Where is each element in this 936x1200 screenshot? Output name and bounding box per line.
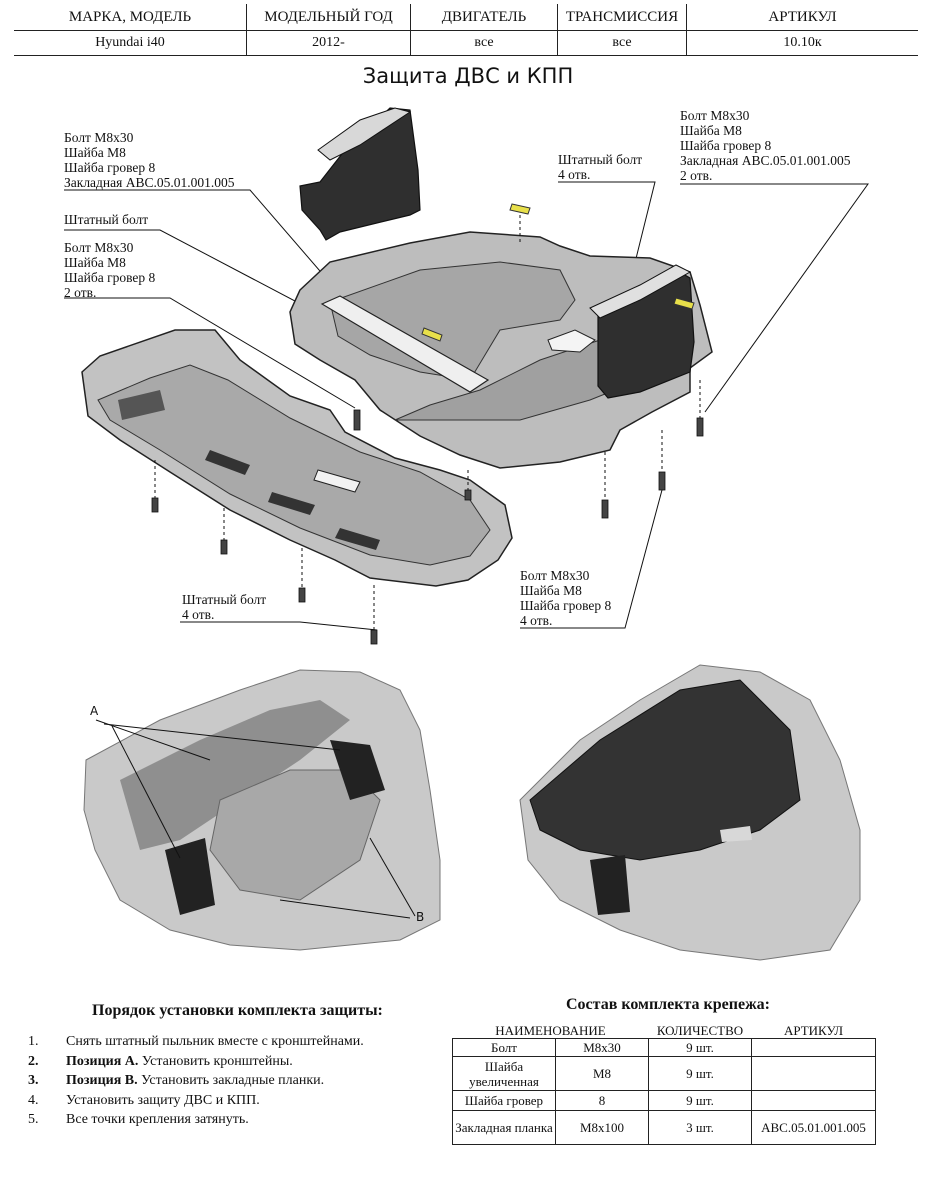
header-col-model: МАРКА, МОДЕЛЬ: [14, 4, 247, 31]
header-val-model: Hyundai i40: [14, 30, 247, 56]
step-text: Установить защиту ДВС и КПП.: [66, 1092, 260, 1108]
callout-line: Болт М8х30: [680, 108, 750, 123]
step-number: 5.: [28, 1112, 39, 1127]
callout-line: Штатный болт: [558, 152, 643, 167]
install-step: 2. Позиция А. Установить кронштейны.: [28, 1052, 364, 1072]
kit-cell: Болт: [452, 1038, 556, 1057]
callout-line: Болт М8х30: [64, 130, 134, 145]
marker-b: B: [416, 910, 425, 924]
callout-line: Закладная АВС.05.01.001.005: [680, 153, 851, 168]
kit-cell: 9 шт.: [648, 1090, 752, 1111]
kit-row: Болт М8х30 9 шт.: [452, 1038, 876, 1057]
kit-cell: Шайба увеличенная: [452, 1056, 556, 1091]
kit-cell: Шайба гровер: [452, 1090, 556, 1111]
kit-header-name: НАИМЕНОВАНИЕ: [452, 1022, 649, 1039]
header-col-transmission: ТРАНСМИССИЯ: [557, 4, 687, 31]
callout-line: Шайба гровер 8: [64, 160, 156, 175]
step-position: Позиция В.: [66, 1073, 138, 1088]
install-photo-right: [519, 664, 861, 961]
callout-line: Шайба гровер 8: [64, 270, 156, 285]
kit-header-qty: КОЛИЧЕСТВО: [648, 1022, 752, 1039]
step-text: Снять штатный пыльник вместе с кронштейн…: [66, 1034, 364, 1049]
insert-plate: [320, 295, 490, 393]
kit-title: Состав комплекта крепежа:: [566, 996, 770, 1013]
kit-cell: 8: [555, 1090, 649, 1111]
install-step: 1. Снять штатный пыльник вместе с кронште…: [28, 1032, 364, 1052]
callout-top-right: Болт М8х30 Шайба М8 Шайба гровер 8 Закла…: [680, 108, 850, 183]
callout-line: Шайба М8: [64, 145, 126, 160]
rear-bracket-right: [589, 264, 695, 399]
step-number: 1.: [28, 1034, 39, 1049]
kit-cell: 3 шт.: [648, 1110, 752, 1145]
kit-cell: [751, 1090, 876, 1111]
callout-line: Шайба М8: [64, 255, 126, 270]
step-number: 3.: [28, 1073, 39, 1088]
kit-row: Шайба увеличенная М8 9 шт.: [452, 1056, 876, 1091]
install-steps: 1. Снять штатный пыльник вместе с кронште…: [28, 1032, 364, 1130]
kit-cell: АВС.05.01.001.005: [751, 1110, 876, 1145]
install-step: 3. Позиция В. Установить закладные планки…: [28, 1071, 364, 1091]
marker-a: A: [90, 704, 99, 718]
callout-stock-bolt-left: Штатный болт: [64, 212, 149, 227]
install-title: Порядок установки комплекта защиты:: [92, 1002, 383, 1019]
bolts: [151, 409, 704, 645]
header-table: МАРКА, МОДЕЛЬ МОДЕЛЬНЫЙ ГОД ДВИГАТЕЛЬ ТР…: [14, 4, 918, 56]
callout-line: Шайба М8: [520, 583, 582, 598]
rear-bracket-left: [299, 107, 421, 241]
callout-line: Шайба гровер 8: [680, 138, 772, 153]
install-photo-left: [83, 669, 441, 951]
install-step: 4. Установить защиту ДВС и КПП.: [28, 1091, 364, 1111]
kit-table: НАИМЕНОВАНИЕ КОЛИЧЕСТВО АРТИКУЛ Болт М8х…: [452, 1022, 876, 1145]
step-text: Все точки крепления затянуть.: [66, 1112, 249, 1127]
kit-cell: М8х30: [555, 1038, 649, 1057]
callout-line: Шайба гровер 8: [520, 598, 612, 613]
bolt-dashes: [154, 215, 701, 630]
callout-line: Болт М8х30: [64, 240, 134, 255]
page-title: Защита ДВС и КПП: [362, 64, 574, 88]
callout-stock-bolt-center: Штатный болт 4 отв.: [558, 152, 642, 182]
callout-line: 4 отв.: [558, 167, 591, 182]
gearbox-shield: [289, 231, 713, 469]
kit-cell: 9 шт.: [648, 1056, 752, 1091]
kit-cell: Закладная планка: [452, 1110, 556, 1145]
kit-row: Закладная планка М8х100 3 шт. АВС.05.01.…: [452, 1110, 876, 1145]
engine-shield: [81, 329, 513, 587]
callout-bottom-right: Болт М8х30 Шайба М8 Шайба гровер 8 4 отв…: [520, 568, 611, 628]
kit-row: Шайба гровер 8 9 шт.: [452, 1090, 876, 1111]
callout-line: 2 отв.: [680, 168, 713, 183]
step-number: 2.: [28, 1053, 39, 1069]
callout-line: 4 отв.: [182, 607, 215, 622]
callout-line: Шайба М8: [680, 123, 742, 138]
callout-line: Закладная АВС.05.01.001.005: [64, 175, 235, 190]
header-val-year: 2012-: [246, 30, 411, 56]
callout-top-left: Болт М8х30 Шайба М8 Шайба гровер 8 Закла…: [64, 130, 234, 190]
marker-lines: [95, 719, 416, 919]
header-col-engine: ДВИГАТЕЛЬ: [410, 4, 558, 31]
kit-cell: 9 шт.: [648, 1038, 752, 1057]
step-position: Позиция А.: [66, 1053, 139, 1069]
yellow-inserts: [421, 203, 695, 342]
header-col-year: МОДЕЛЬНЫЙ ГОД: [246, 4, 411, 31]
step-number: 4.: [28, 1092, 39, 1108]
kit-cell: М8: [555, 1056, 649, 1091]
callout-mid-left: Болт М8х30 Шайба М8 Шайба гровер 8 2 отв…: [64, 240, 155, 300]
step-text: Установить кронштейны.: [138, 1053, 293, 1069]
install-step: 5. Все точки крепления затянуть.: [28, 1110, 364, 1130]
header-val-engine: все: [410, 30, 558, 56]
header-val-transmission: все: [557, 30, 687, 56]
header-col-article: АРТИКУЛ: [686, 4, 918, 31]
callout-line: Болт М8х30: [520, 568, 590, 583]
callout-bottom-left: Штатный болт 4 отв.: [182, 592, 266, 622]
step-text: Установить закладные планки.: [137, 1073, 325, 1088]
callout-line: 4 отв.: [520, 613, 553, 628]
callout-line: Штатный болт: [182, 592, 267, 607]
kit-header-article: АРТИКУЛ: [751, 1022, 876, 1039]
header-val-article: 10.10к: [686, 30, 918, 56]
kit-cell: М8х100: [555, 1110, 649, 1145]
callout-line: 2 отв.: [64, 285, 97, 300]
kit-cell: [751, 1056, 876, 1091]
kit-cell: [751, 1038, 876, 1057]
